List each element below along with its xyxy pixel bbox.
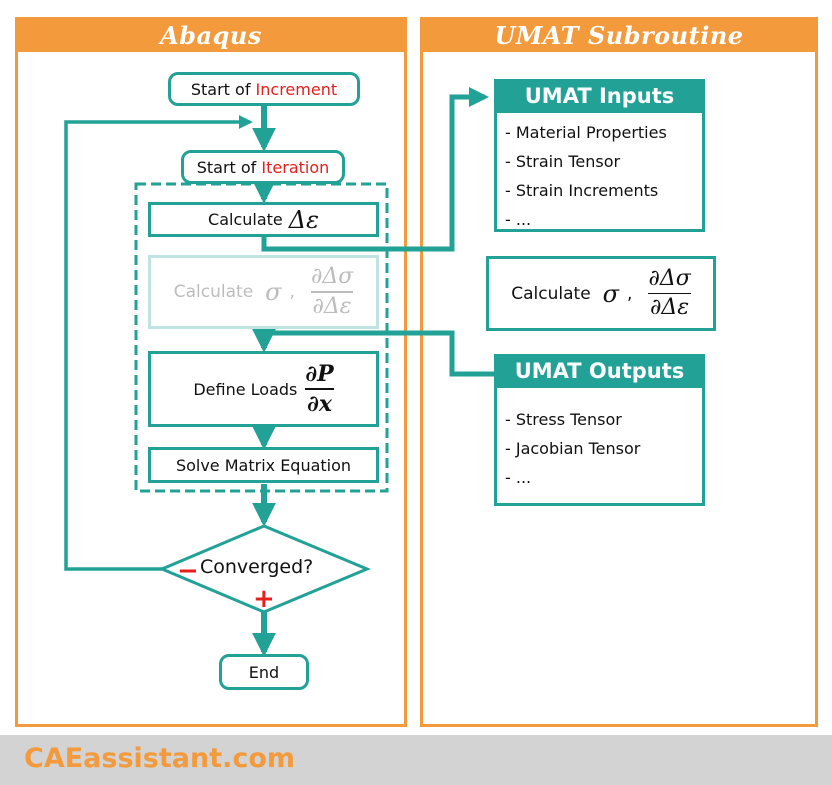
converged-label: Converged? [200,556,314,578]
start-increment-prefix: Start of [190,79,251,99]
umat-output-item: - ... [505,468,532,487]
umat-frac-den: ∂Δε [650,295,690,321]
end-box: End [219,654,309,690]
solve-matrix-box: Solve Matrix Equation [148,447,379,483]
umat-frac-num: ∂Δσ [648,265,691,291]
umat-calc-fraction: ∂Δσ ∂Δε [648,265,691,321]
umat-calculate-box: Calculate σ , ∂Δσ ∂Δε [486,256,716,331]
faded-calc-label: Calculate [173,282,254,302]
end-label: End [248,662,280,682]
umat-input-item: - ... [505,210,532,229]
define-loads-den: ∂x [307,390,332,417]
start-iteration-highlight: Iteration [261,157,330,177]
faded-frac-num: ∂Δσ [310,264,354,290]
umat-outputs-list: - Stress Tensor - Jacobian Tensor - ... [505,405,640,492]
start-increment-box: Start of Increment [168,72,360,106]
converged-diamond [158,524,371,614]
footer-brand-link[interactable]: CAEassistant.com [24,743,296,774]
define-loads-num: ∂P [305,361,334,388]
umat-sigma-symbol: σ [602,279,620,308]
calculate-delta-epsilon-box: Calculate Δε [148,202,379,237]
delta-epsilon-symbol: Δε [288,205,319,234]
umat-calc-label: Calculate [511,283,591,304]
faded-frac-den: ∂Δε [312,293,352,319]
minus-sign: − [177,556,199,586]
umat-output-item: - Stress Tensor [505,410,622,429]
define-loads-box: Define Loads ∂P ∂x [148,351,379,427]
start-iteration-prefix: Start of [196,157,257,177]
define-loads-label: Define Loads [193,379,298,399]
umat-outputs-box: UMAT Outputs - Stress Tensor - Jacobian … [494,354,705,506]
faded-sep: , [289,282,295,302]
umat-inputs-list: - Material Properties - Strain Tensor - … [505,118,667,234]
footer-bar: CAEassistant.com [0,735,832,785]
solve-matrix-label: Solve Matrix Equation [175,455,352,475]
umat-calc-sep: , [627,283,633,304]
umat-input-item: - Strain Tensor [505,152,621,171]
calculate-delta-label: Calculate [208,210,283,229]
umat-panel-title: UMAT Subroutine [423,20,815,52]
umat-input-item: - Strain Increments [505,181,659,200]
umat-inputs-title: UMAT Inputs [494,79,705,113]
umat-outputs-title: UMAT Outputs [494,354,705,388]
start-iteration-box: Start of Iteration [181,150,345,184]
umat-output-item: - Jacobian Tensor [505,439,641,458]
plus-sign: + [253,584,275,614]
faded-sigma-symbol: σ [265,278,282,306]
start-increment-highlight: Increment [255,79,338,99]
umat-inputs-box: UMAT Inputs - Material Properties - Stra… [494,79,705,232]
umat-input-item: - Material Properties [505,123,667,142]
calculate-sigma-box-faded: Calculate σ , ∂Δσ ∂Δε [148,255,379,329]
abaqus-panel-title: Abaqus [18,20,404,52]
faded-fraction: ∂Δσ ∂Δε [310,264,354,319]
define-loads-fraction: ∂P ∂x [305,361,334,417]
